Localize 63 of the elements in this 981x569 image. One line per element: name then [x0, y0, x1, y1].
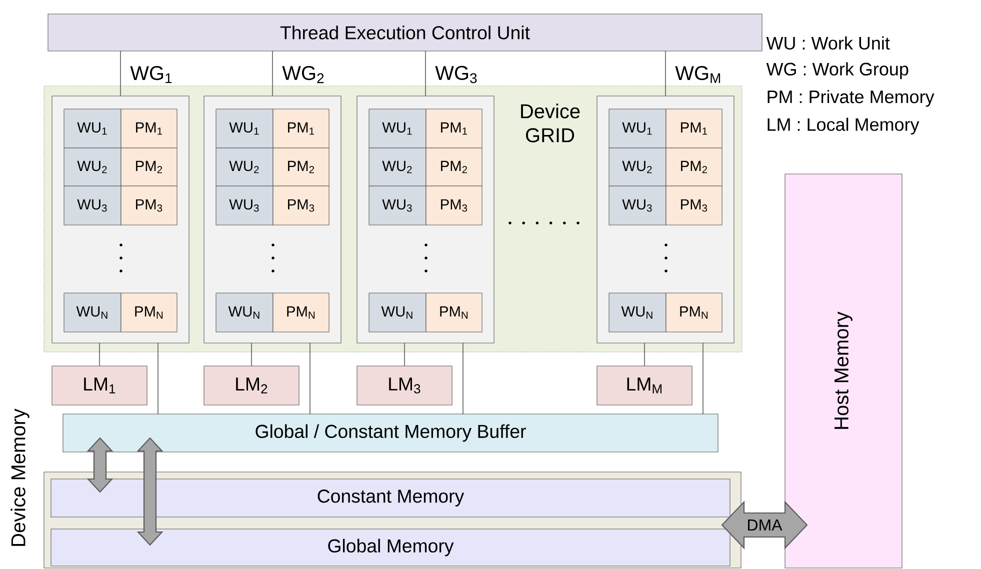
memory-cell: PM$_{1}$: [272, 108, 330, 148]
memory-box: Host Memory: [784, 174, 902, 568]
work-unit-cell: WU$_{3}$: [608, 186, 666, 226]
connector-line: [120, 50, 121, 96]
key-text: LM : Local Memory: [768, 118, 920, 134]
connector-line: [425, 50, 426, 96]
connector-line: [404, 342, 405, 366]
connector-line: [99, 342, 100, 366]
edge-label: WG$_{1}$: [128, 64, 174, 84]
work-unit-cell: WU$_{N}$: [368, 292, 426, 332]
memory-cell: PM$_{1}$: [666, 108, 722, 148]
double-arrow: [136, 437, 164, 546]
memory-box: Global Memory: [50, 528, 730, 566]
connector-line: [644, 342, 645, 366]
work-unit-cell: WU$_{1}$: [608, 108, 666, 148]
work-unit-cell: WU$_{N}$: [216, 292, 274, 332]
key-text: PM : Private Memory: [768, 90, 934, 107]
connector-line: [462, 342, 464, 414]
edge-label: DMA: [745, 518, 784, 532]
memory-cell: PM$_{N}$: [120, 292, 178, 332]
memory-cell: PM$_{2}$: [272, 148, 330, 186]
memory-cell: PM$_{1}$: [120, 108, 178, 148]
work-unit-cell: WU$_{3}$: [64, 186, 122, 226]
memory-cell: PM$_{3}$: [426, 186, 482, 226]
work-unit-cell: WU$_{2}$: [368, 148, 426, 186]
work-unit-cell: WU$_{1}$: [368, 108, 426, 148]
connector-line: [665, 50, 666, 96]
work-unit-cell: WU$_{3}$: [216, 186, 274, 226]
memory-cell: PM$_{3}$: [666, 186, 722, 226]
connector-line: [251, 342, 252, 366]
memory-cell: PM$_{2}$: [666, 148, 722, 186]
work-unit-cell: WU$_{2}$: [216, 148, 274, 186]
memory-box: LM$_{1}$: [52, 366, 148, 406]
region-label: Device GRID: [521, 104, 580, 142]
key-text: WG : Work Group: [766, 62, 908, 80]
work-unit-cell: WU$_{1}$: [216, 108, 274, 148]
double-arrow: [86, 437, 114, 493]
memory-box: LM$_{2}$: [204, 366, 300, 406]
work-unit-cell: WU$_{N}$: [64, 292, 122, 332]
memory-cell: PM$_{2}$: [120, 148, 178, 186]
work-unit-cell: WU$_{2}$: [64, 148, 122, 186]
work-unit-cell: WU$_{3}$: [368, 186, 426, 226]
work-unit-cell: WU$_{1}$: [64, 108, 122, 148]
edge-label: WG$_{3}$: [434, 64, 480, 84]
memory-cell: PM$_{2}$: [426, 148, 482, 186]
process-box: Thread Execution Control Unit: [48, 14, 762, 52]
edge-label: WG$_{M}$: [674, 64, 724, 84]
memory-box: LM$_{M}$: [596, 366, 692, 406]
connector-line: [702, 342, 704, 414]
buffer-box: Global / Constant Memory Buffer: [62, 414, 718, 452]
memory-box: Constant Memory: [50, 478, 730, 518]
memory-box: LM$_{3}$: [356, 366, 452, 406]
memory-cell: PM$_{1}$: [426, 108, 482, 148]
work-unit-cell: WU$_{N}$: [608, 292, 666, 332]
connector-line: [272, 50, 273, 96]
work-unit-cell: WU$_{2}$: [608, 148, 666, 186]
memory-cell: PM$_{3}$: [272, 186, 330, 226]
memory-cell: PM$_{N}$: [666, 292, 722, 332]
edge-label: WG$_{2}$: [280, 64, 326, 84]
memory-cell: PM$_{3}$: [120, 186, 178, 226]
memory-cell: PM$_{N}$: [426, 292, 482, 332]
node-label: Device Memory: [10, 408, 30, 546]
memory-cell: PM$_{N}$: [272, 292, 330, 332]
